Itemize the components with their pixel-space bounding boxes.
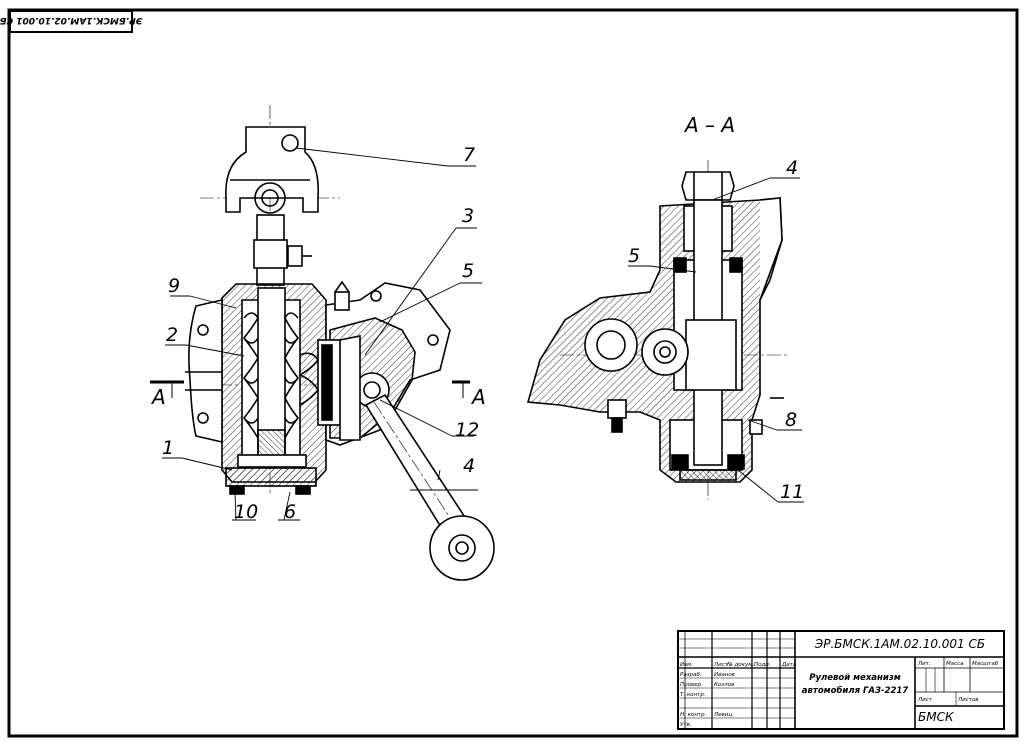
callout-9: 9 [168, 275, 180, 297]
tb-label-mass: Масса [946, 661, 964, 667]
tb-label-scale: Масштаб [972, 661, 999, 667]
callout-10: 10 [234, 501, 258, 523]
callout-12: 12 [455, 419, 479, 441]
corner-stamp-text: ЭР.БМСК.1АМ.02.10.001 СБ [0, 15, 142, 25]
callout-3: 3 [462, 205, 474, 227]
organization: БМСК [918, 710, 954, 724]
tb-label-dev: Разраб. [680, 672, 702, 678]
section-view-labels: А – А 4 5 8 11 [628, 113, 804, 503]
section-mark-left: А [150, 385, 166, 409]
callout-2: 2 [166, 324, 178, 346]
title-line-2: автомобиля ГАЗ-2217 [802, 685, 909, 696]
main-view [150, 105, 495, 581]
title-block [677, 630, 1005, 730]
section-title: А – А [683, 113, 735, 137]
tb-label-izm: Изм. [680, 662, 693, 668]
section-view [526, 160, 804, 503]
tb-name-3: Левиц. [713, 712, 734, 718]
callout-1: 1 [162, 437, 174, 459]
tb-label-lit: Лит. [917, 661, 931, 667]
title-block-text: ЭР.БМСК.1АМ.02.10.001 СБ Рулевой механиз… [680, 637, 999, 728]
callout-7: 7 [463, 144, 475, 166]
section-callout-4: 4 [786, 157, 798, 179]
main-view-labels: 7 3 5 9 2 12 1 4 10 6 А А [150, 144, 486, 523]
tb-label-approve: Утв. [680, 722, 692, 728]
pitman-arm [364, 393, 495, 581]
section-mark-right: А [470, 385, 486, 409]
tb-label-ncontr: Н. контр. [680, 712, 707, 718]
tb-label-tcontr: Т. контр. [680, 692, 706, 698]
tb-label-check: Провер. [680, 682, 703, 688]
section-marks [150, 380, 470, 398]
tb-label-sheet: Лист [917, 697, 933, 703]
leader-lines-main [162, 147, 482, 521]
sheet-frame [7, 8, 1019, 738]
callout-6: 6 [284, 501, 296, 523]
section-housing [526, 197, 784, 483]
worm-gear [237, 287, 307, 468]
callout-5: 5 [462, 260, 474, 282]
tb-label-sheets: Листов [957, 697, 979, 703]
universal-joint [225, 126, 320, 214]
tb-name-1: Иванов [714, 672, 735, 678]
tb-label-sign: Подп. [754, 662, 771, 668]
housing [185, 283, 327, 483]
corner-stamp: ЭР.БМСК.1АМ.02.10.001 СБ [0, 10, 142, 33]
section-callout-11: 11 [780, 481, 804, 503]
tb-label-doc: № докум. [726, 662, 754, 668]
title-line-1: Рулевой механизм [809, 673, 901, 683]
tb-label-date: Дата [781, 662, 797, 668]
section-callout-8: 8 [785, 409, 797, 431]
section-callout-5: 5 [628, 245, 640, 267]
tb-name-2: Козлов [714, 682, 734, 688]
leader-lines-section [628, 177, 804, 503]
callout-4: 4 [463, 455, 475, 477]
tb-label-list: Лист [713, 662, 729, 668]
document-code: ЭР.БМСК.1АМ.02.10.001 СБ [814, 637, 985, 651]
